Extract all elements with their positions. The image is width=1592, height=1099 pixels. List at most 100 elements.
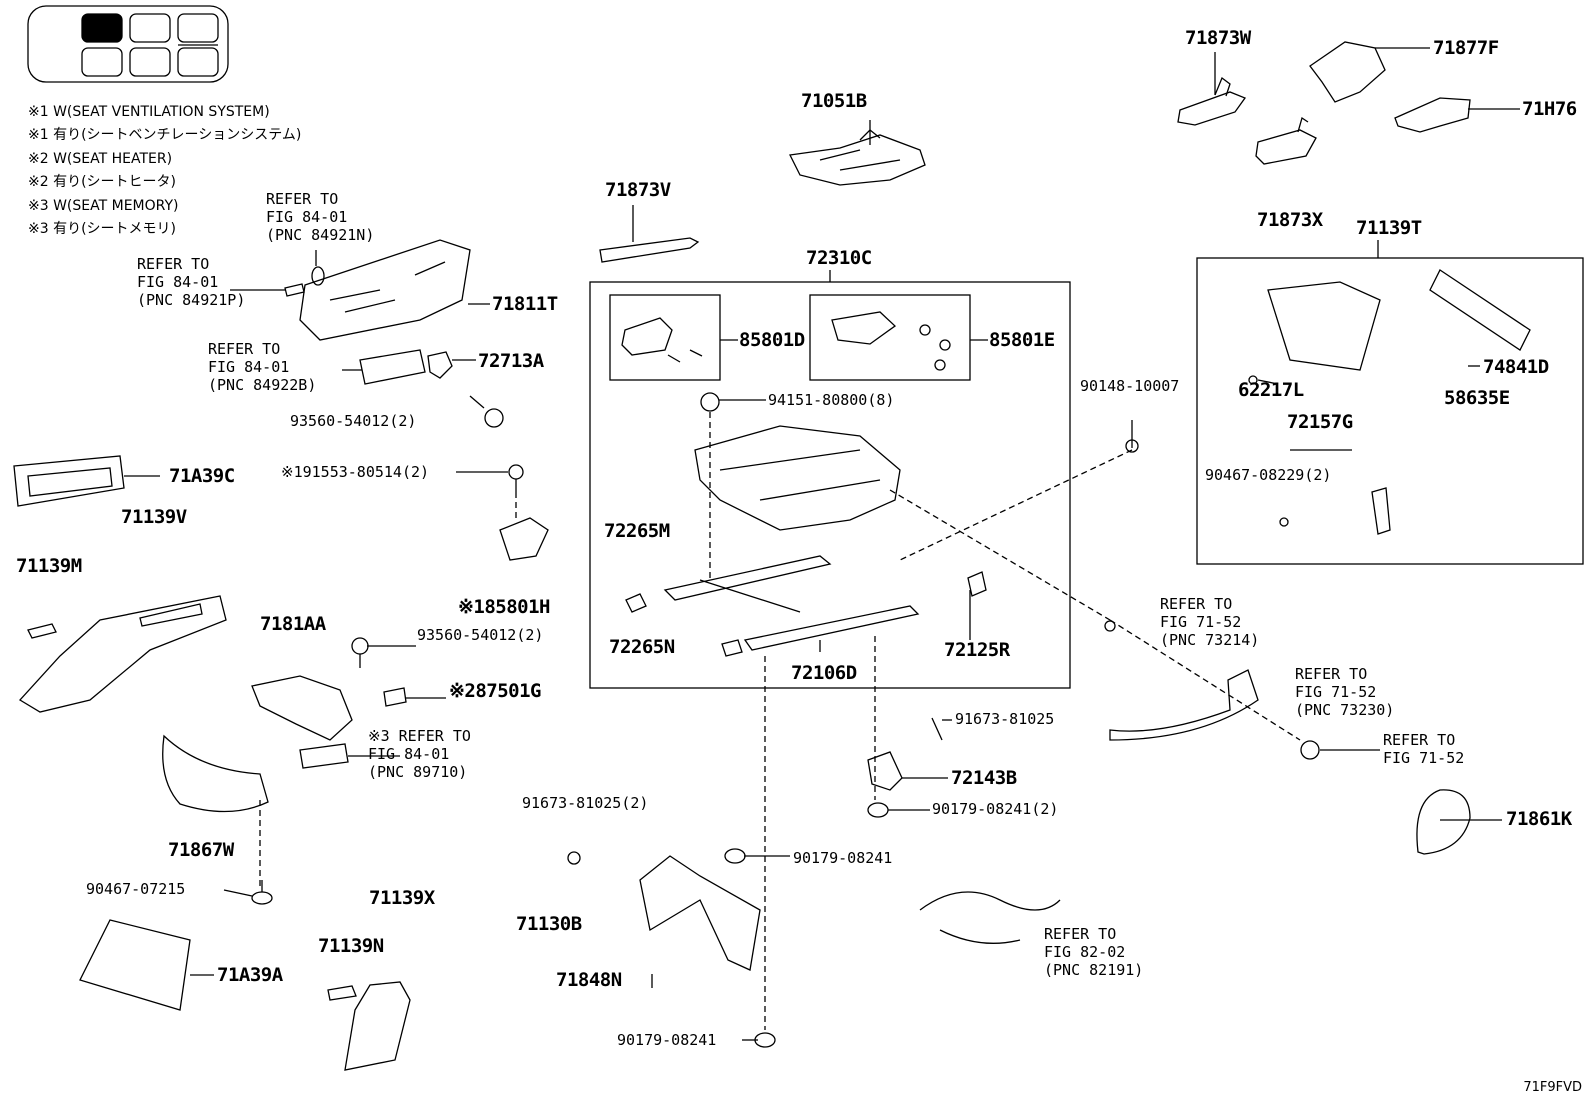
- part-72713A: [427, 351, 453, 379]
- part-label: 90467-08229(2): [1205, 466, 1332, 484]
- part-motor-85801D: [621, 317, 703, 363]
- part-label: 71139X: [369, 887, 435, 909]
- part-71130B: [639, 855, 761, 971]
- motor-d-box: [609, 294, 721, 381]
- part-7181AA: [251, 675, 353, 741]
- part-287501G: [383, 687, 407, 707]
- part-62217L: [1248, 375, 1258, 385]
- part-71873X: [1255, 116, 1317, 165]
- part-label: 72157G: [1287, 411, 1353, 433]
- part-nut-90179-a: [724, 848, 746, 864]
- part-label: 93560-54012(2): [290, 412, 417, 430]
- part-label: ※185801H: [458, 596, 551, 618]
- part-label: 71051B: [801, 90, 867, 112]
- part-label: 71811T: [492, 293, 558, 315]
- part-wire-harness: [919, 891, 1061, 944]
- refer-to-callout: REFER TO FIG 82-02 (PNC 82191): [1044, 925, 1144, 979]
- part-71A39A: [79, 919, 191, 1011]
- part-ref-84921P: [284, 283, 305, 297]
- part-label: 94151-80800(8): [768, 391, 895, 409]
- part-71139V: [18, 595, 227, 713]
- part-72157G: [1371, 487, 1391, 535]
- refer-to-callout: ※3 REFER TO FIG 84-01 (PNC 89710): [368, 727, 471, 781]
- part-71811T: [299, 239, 471, 341]
- part-label: 91673-81025(2): [522, 794, 649, 812]
- seat-position-indicator: [27, 5, 229, 83]
- part-72125R: [967, 571, 987, 597]
- part-label: 71A39A: [217, 964, 283, 986]
- part-label: 71873W: [1185, 27, 1251, 49]
- part-label: ※191553-80514(2): [281, 463, 430, 481]
- part-label: ※287501G: [449, 680, 542, 702]
- part-72265N: [721, 639, 743, 657]
- part-label: 72143B: [951, 767, 1017, 789]
- part-label: 71H76: [1522, 98, 1577, 120]
- part-label: 91673-81025: [955, 710, 1055, 728]
- part-ref-84921N: [311, 266, 325, 286]
- note-2: ※1 有り(シートベンチレーションシステム): [28, 127, 302, 143]
- part-label: 71139N: [318, 935, 384, 957]
- part-label: 71848N: [556, 969, 622, 991]
- part-90467-08229: [1279, 517, 1289, 527]
- part-bolt-90467-07215: [251, 880, 273, 905]
- part-seatbelt-73214: [1104, 620, 1116, 632]
- refer-to-callout: REFER TO FIG 71-52 (PNC 73230): [1295, 665, 1395, 719]
- part-label: 71867W: [168, 839, 234, 861]
- leader-lines: [124, 47, 1520, 1041]
- note-4: ※2 有り(シートヒータ): [28, 174, 177, 190]
- part-label: 71139M: [16, 555, 82, 577]
- part-label: 71A39C: [169, 465, 235, 487]
- part-label: 71130B: [516, 913, 582, 935]
- part-nut-94151: [700, 392, 720, 412]
- part-label: 93560-54012(2): [417, 626, 544, 644]
- part-58635E: [1267, 281, 1381, 371]
- part-screw-93560a: [469, 395, 504, 428]
- refer-to-callout: REFER TO FIG 84-01 (PNC 84922B): [208, 340, 317, 394]
- part-label: 90467-07215: [86, 880, 186, 898]
- part-bolt-91673-81025: [931, 717, 943, 741]
- part-screw-93560b: [351, 637, 369, 668]
- part-71873V: [599, 237, 700, 263]
- part-label: 62217L: [1238, 379, 1304, 401]
- part-label: 71139T: [1356, 217, 1422, 239]
- part-seat-rails: [663, 555, 920, 651]
- part-label: 85801D: [739, 329, 805, 351]
- part-185801H: [499, 517, 549, 561]
- assembly-lines: [259, 412, 1301, 1030]
- part-71139M: [27, 623, 57, 639]
- part-72143B: [867, 751, 903, 791]
- part-71139X: [344, 981, 411, 1071]
- note-3: ※2 W(SEAT HEATER): [28, 151, 173, 167]
- part-label: 72265M: [604, 520, 670, 542]
- part-71877F: [1309, 41, 1386, 103]
- part-label: 85801E: [989, 329, 1055, 351]
- part-label: 71873X: [1257, 209, 1323, 231]
- part-nut-71-52: [1300, 740, 1320, 760]
- part-label: 72310C: [806, 247, 872, 269]
- part-71139N: [327, 985, 357, 1001]
- part-label: 72265N: [609, 636, 675, 658]
- note-6: ※3 有り(シートメモリ): [28, 221, 177, 237]
- part-label: 74841D: [1483, 356, 1549, 378]
- part-bolt-91673-81025b: [567, 851, 581, 865]
- part-label: 72125R: [944, 639, 1010, 661]
- part-label: 90179-08241: [617, 1031, 717, 1049]
- part-screw-191553: [508, 464, 524, 492]
- part-nut-90179-2: [867, 802, 889, 818]
- part-label: 72713A: [478, 350, 544, 372]
- part-label: 7181AA: [260, 613, 326, 635]
- part-label: 58635E: [1444, 387, 1510, 409]
- part-motor-85801E: [831, 311, 951, 371]
- part-seatbelt-73230: [1109, 669, 1259, 741]
- part-label: 71877F: [1433, 37, 1499, 59]
- part-71873W: [1177, 76, 1247, 126]
- part-bolt-90148: [1125, 420, 1139, 453]
- part-ref-84922B: [359, 349, 426, 385]
- part-71867W: [162, 734, 269, 813]
- part-label: 71861K: [1506, 808, 1572, 830]
- part-74841D: [1429, 269, 1531, 351]
- part-label: 90179-08241(2): [932, 800, 1059, 818]
- part-label: 71873V: [605, 179, 671, 201]
- part-71H76: [1394, 97, 1471, 133]
